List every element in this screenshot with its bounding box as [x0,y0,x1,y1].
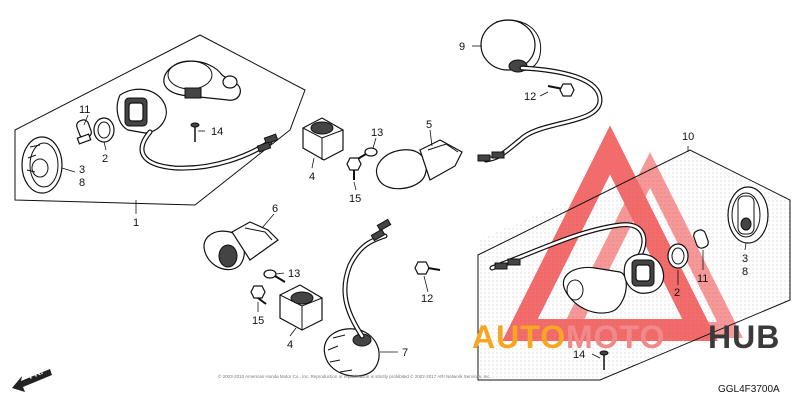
copyright-text: © 2003-2010 American Honda Motor Co., In… [218,373,491,379]
amber-lens-lower [203,221,279,271]
bolt-15-lower [250,285,267,305]
gasket-right [667,243,689,269]
bolt-15-upper [346,157,362,180]
callout-4-lower: 4 [287,339,293,351]
callout-9: 9 [459,41,465,53]
screw-12-upper [547,83,575,97]
callout-4-upper: 4 [309,171,315,183]
mounting-shell-right [562,266,627,314]
callout-7: 7 [402,347,408,359]
callout-15-upper: 15 [349,193,361,205]
screw-14-upper [190,122,200,142]
callout-8-right: 8 [742,266,748,278]
screw-12-lower [414,261,441,275]
callout-3-left: 3 [79,164,85,176]
callout-15-lower: 15 [252,315,264,327]
callout-14-upper: 14 [211,126,223,138]
callout-12-lower: 12 [421,293,433,305]
diagram-code: GGL4F3700A [718,384,780,395]
callout-11-left: 11 [79,104,90,116]
assembly-frame-left [14,34,306,206]
rubber-mount-upper [302,117,344,161]
callout-numbers: 1 2 3 8 11 14 4 13 15 5 9 12 10 6 13 15 … [79,41,748,361]
callout-13-upper: 13 [371,127,383,139]
winker-body-9 [480,19,542,73]
amber-lens-upper [376,139,463,190]
watermark-triangle-right [557,152,743,338]
callout-2-left: 2 [102,153,108,165]
callout-6: 6 [272,203,278,215]
callout-5: 5 [426,119,432,131]
callout-10: 10 [682,131,694,143]
watermark-word-moto: MOTO [566,319,665,355]
callout-12-upper: 12 [524,91,536,103]
callout-14-lower: 14 [573,349,585,361]
callout-13-lower: 13 [288,268,300,280]
leader-lines [61,45,747,359]
callout-1: 1 [133,217,139,229]
bulb-left [76,119,92,145]
bulb-right [693,229,709,249]
socket-housing-right [623,253,664,294]
screw-14-lower [599,350,609,370]
mounting-shell-left [163,60,241,101]
watermark-word-hub: HUB [708,319,780,355]
socket-housing-left [116,88,167,134]
callout-2-right: 2 [674,287,680,299]
rubber-mount-lower [279,284,323,331]
callout-3-right: 3 [742,253,748,265]
watermark-word-auto: AUTO [472,319,566,355]
callout-8-left: 8 [79,177,85,189]
assembly-frame-right [477,149,791,381]
watermark-text: AUTO MOTO HUB [472,319,780,355]
front-direction-arrow: FR. [12,366,52,392]
winker-lens-right [727,186,769,244]
callout-11-right: 11 [697,273,708,285]
winker-body-7 [323,328,380,377]
bolt-13-lower [263,269,286,283]
winker-lens-left [21,136,63,194]
bolt-13-upper [355,147,378,161]
